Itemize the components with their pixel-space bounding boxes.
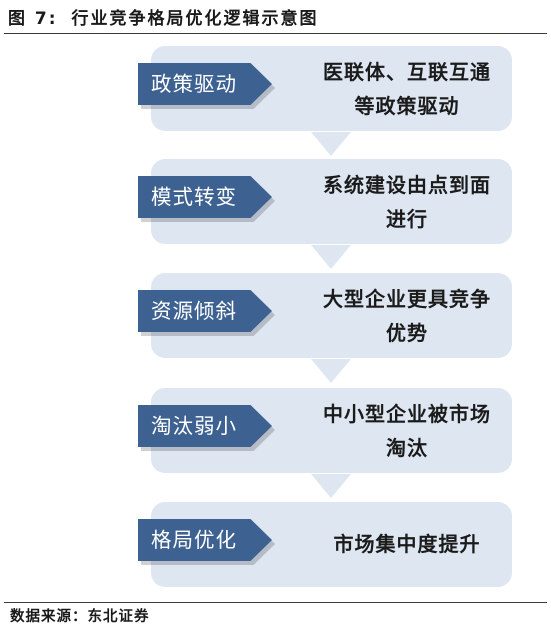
step-label-2: 模式转变 [138, 176, 272, 218]
step-label-4: 淘汰弱小 [138, 405, 272, 447]
step-label-1: 政策驱动 [138, 63, 272, 105]
step-description-3: 大型企业更具竞争优势 [323, 287, 491, 345]
step-description-5: 市场集中度提升 [333, 532, 481, 556]
top-divider [4, 33, 547, 34]
step-label-5: 格局优化 [138, 519, 272, 561]
step-description-2: 系统建设由点到面进行 [323, 173, 491, 231]
figure-number: 图 7: [8, 9, 58, 29]
flow-arrow-2 [311, 245, 351, 269]
step-label-3: 资源倾斜 [138, 290, 272, 332]
data-source: 数据来源：东北证券 [10, 609, 150, 625]
figure-title: 图 7: 行业竞争格局优化逻辑示意图 [8, 6, 548, 32]
step-description-4: 中小型企业被市场淘汰 [323, 402, 491, 460]
step-description-1: 医联体、互联互通等政策驱动 [323, 60, 491, 118]
flow-diagram: 政策驱动 医联体、互联互通等政策驱动 模式转变 系统建设由点到面进行 资源倾斜 … [138, 46, 512, 587]
flow-arrow-3 [311, 359, 351, 383]
flow-arrow-1 [311, 132, 351, 156]
figure-caption: 行业竞争格局优化逻辑示意图 [71, 9, 319, 29]
bottom-divider [4, 602, 547, 603]
flow-arrow-4 [311, 474, 351, 498]
